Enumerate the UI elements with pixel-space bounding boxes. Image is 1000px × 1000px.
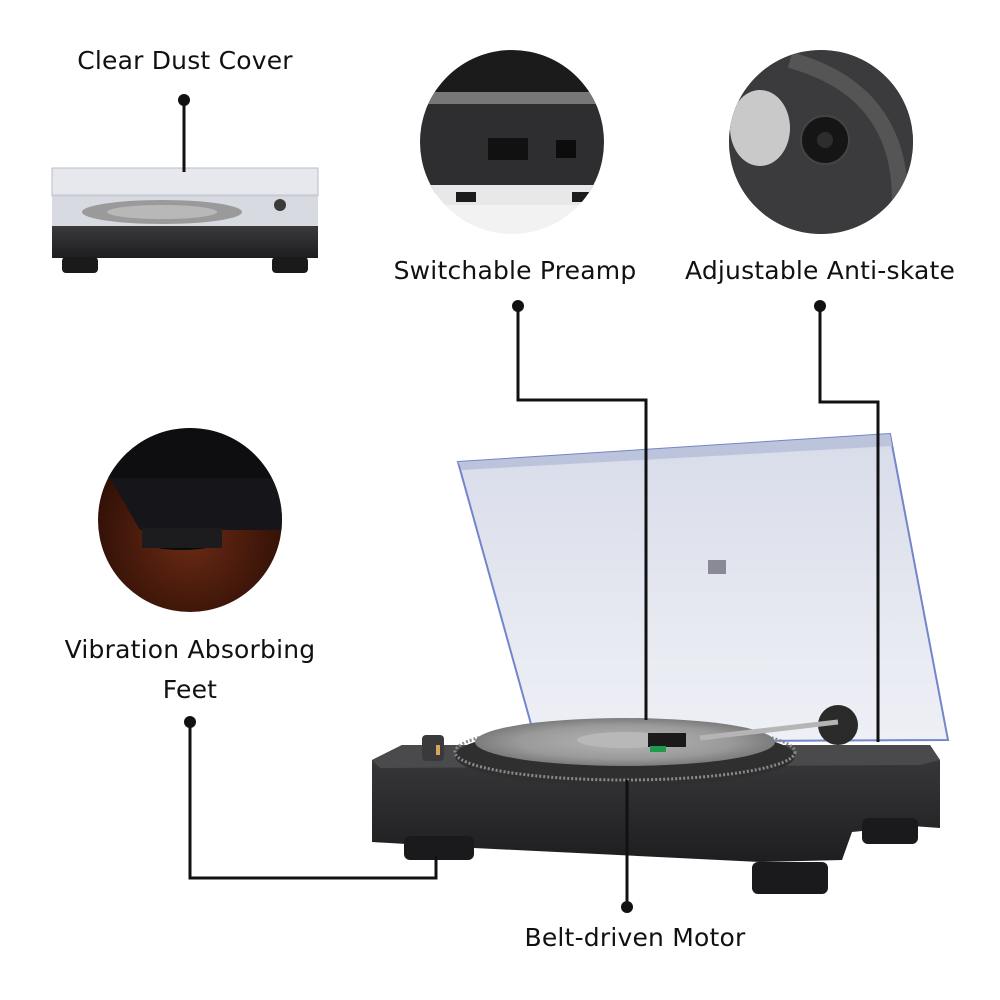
anti-skate-label: Adjustable Anti-skate [684,256,956,285]
main-turntable-image [372,432,950,894]
preamp-callout-image [420,50,604,234]
preamp-label: Switchable Preamp [393,256,637,285]
small-turntable-image [51,167,319,273]
feet-label-line1: Vibration Absorbing [64,635,316,664]
feet-leader [184,716,438,880]
preamp-leader [512,300,648,720]
motor-label: Belt-driven Motor [524,923,746,952]
feet-callout-image [98,428,282,612]
dust-cover-label: Clear Dust Cover [77,46,293,75]
dust-cover-leader [178,94,190,172]
anti-skate-callout-image [729,50,913,234]
feet-label-line2: Feet [162,675,218,704]
anti-skate-leader [814,300,880,742]
motor-leader [621,780,633,913]
